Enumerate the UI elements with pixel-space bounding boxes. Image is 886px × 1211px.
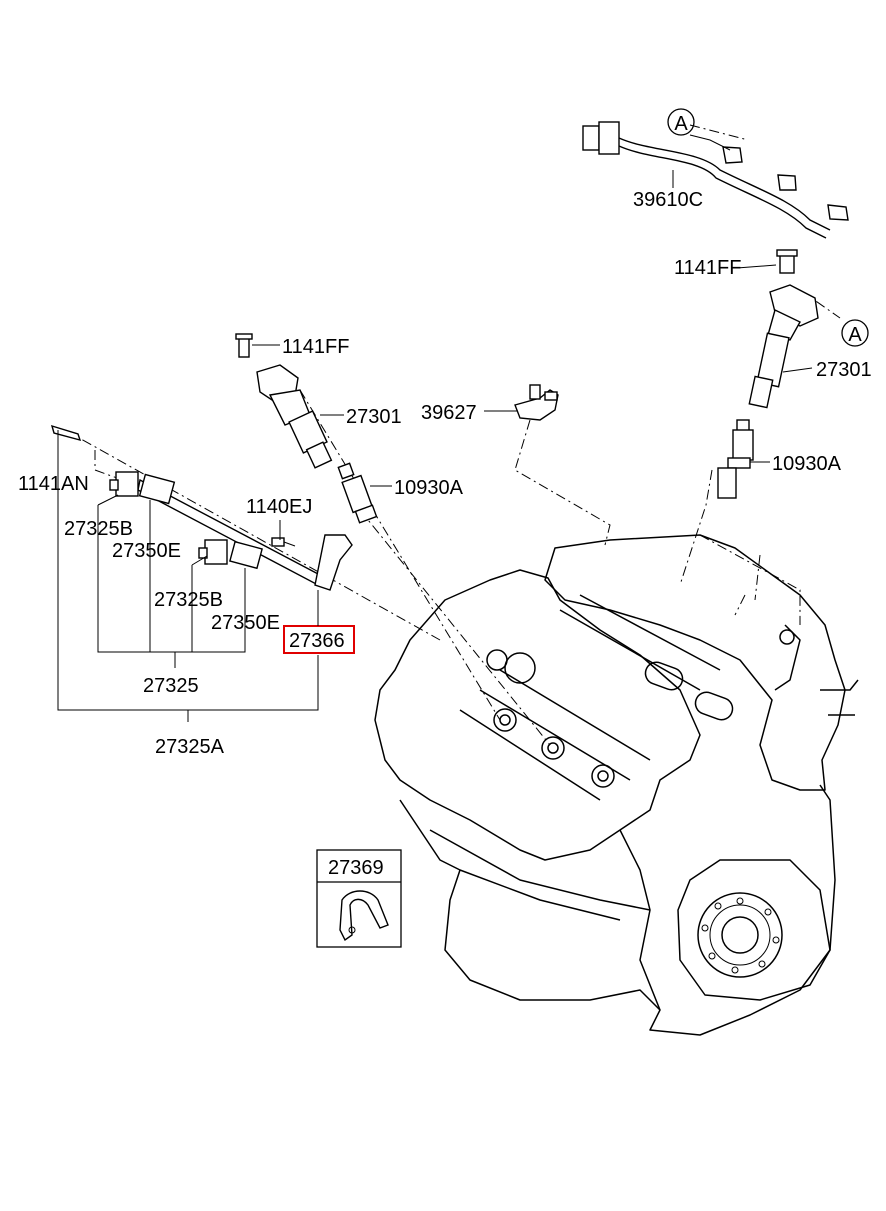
label-27369: 27369 [328,857,384,879]
connector-marker-top-label: A [674,113,688,135]
label-1141FF-right: 1141FF [674,257,741,279]
label-39627: 39627 [421,402,477,424]
wiring-harness-drawing [582,121,849,239]
left-coil-drawing [235,333,378,524]
label-27325: 27325 [143,675,199,697]
callout-tree-lines [57,430,319,722]
label-1140EJ: 1140EJ [246,496,312,518]
connector-marker-right-label: A [848,324,862,346]
sensor-rail-drawing [50,424,353,591]
label-27325A: 27325A [155,736,225,758]
highlight-box-27366 [283,625,355,654]
label-1141FF-left: 1141FF [282,336,349,358]
label-27366: 27366 [289,630,345,652]
engine-block-drawing [374,534,859,1036]
assembly-leader-lines [64,124,841,746]
label-27301-right: 27301 [816,359,872,381]
label-10930A-left: 10930A [394,477,464,499]
label-27301-left: 27301 [346,406,402,428]
inset-27369: 27369 [316,849,402,948]
label-1141AN: 1141AN [18,473,89,495]
label-27350E-1: 27350E [112,540,181,562]
bracket-39627-drawing [514,384,559,421]
label-10930A-right: 10930A [772,453,842,475]
label-39610C: 39610C [633,189,703,211]
label-27325B-2: 27325B [154,589,223,611]
right-coil-drawing [717,249,819,499]
connector-marker-right: A [841,319,869,347]
connector-marker-top: A [667,108,695,136]
